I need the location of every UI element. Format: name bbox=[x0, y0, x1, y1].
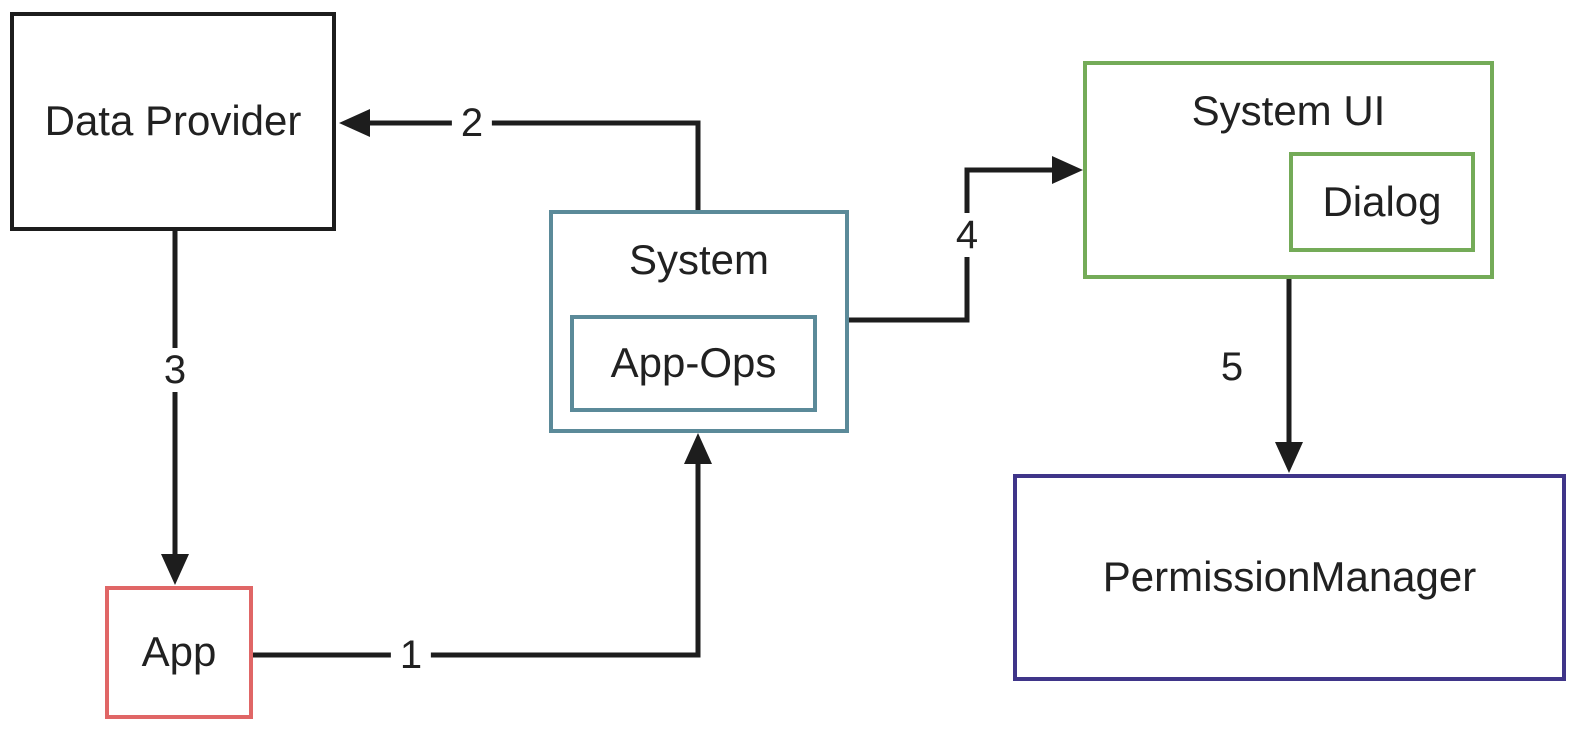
node-app-ops: App-Ops bbox=[570, 315, 817, 412]
edge-2-label: 2 bbox=[451, 101, 493, 145]
edge-5-label: 5 bbox=[1211, 345, 1253, 389]
node-dialog-label: Dialog bbox=[1322, 177, 1442, 225]
edge-1-arrowhead bbox=[684, 433, 712, 464]
node-system-ui: System UI bbox=[1083, 61, 1494, 279]
node-data-provider: Data Provider bbox=[10, 12, 336, 231]
node-dialog: Dialog bbox=[1289, 152, 1475, 252]
edge-5-arrowhead bbox=[1275, 442, 1303, 473]
node-app-ops-label: App-Ops bbox=[610, 339, 777, 387]
edge-2-arrowhead bbox=[339, 109, 370, 137]
node-system: System bbox=[549, 210, 849, 433]
node-system-ui-label: System UI bbox=[1191, 87, 1386, 134]
edge-1-line bbox=[252, 452, 701, 658]
edge-4-arrowhead bbox=[1052, 156, 1083, 184]
edge-2-line bbox=[358, 120, 701, 211]
edge-3-arrowhead bbox=[161, 554, 189, 585]
node-app: App bbox=[105, 586, 253, 719]
edge-1-label: 1 bbox=[390, 633, 432, 677]
node-permission-manager: PermissionManager bbox=[1013, 474, 1566, 681]
node-system-label: System bbox=[628, 236, 770, 283]
edge-4-label: 4 bbox=[946, 213, 988, 257]
node-permission-manager-label: PermissionManager bbox=[1102, 553, 1477, 601]
node-app-label: App bbox=[141, 628, 217, 676]
edge-3-label: 3 bbox=[154, 348, 196, 392]
node-data-provider-label: Data Provider bbox=[44, 97, 302, 145]
